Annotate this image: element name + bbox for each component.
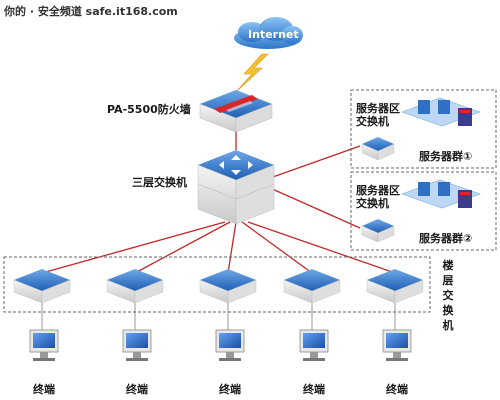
- lightning-icon: [235, 53, 269, 93]
- terminal-icon-2: [122, 329, 152, 361]
- floor-switch-icon-4: [283, 269, 341, 304]
- link-core-floor3: [227, 221, 237, 274]
- floor-switch-icon-5: [366, 269, 424, 304]
- terminal-label-4: 终端: [303, 383, 325, 396]
- floor-switch-icon-1: [13, 269, 71, 304]
- link-core-server2: [269, 187, 361, 229]
- core-switch-label: 三层交换机: [132, 176, 187, 189]
- link-core-server1: [269, 145, 361, 179]
- server-zone-switch-icon-2: [361, 219, 395, 243]
- server-zone-switch-label-2: 服务器区 交换机: [356, 184, 400, 210]
- terminal-icon-1: [29, 329, 59, 361]
- firewall-label: PA-5500防火墙: [107, 103, 191, 116]
- floor-switch-icon-3: [199, 269, 257, 304]
- floor-switch-box: [3, 256, 431, 313]
- internet-cloud-icon: [234, 17, 303, 49]
- server-zone-box-2: [350, 171, 497, 251]
- server-zone-switch-icon-1: [361, 137, 395, 161]
- internet-label: Internet: [248, 28, 299, 41]
- link-core-floor1: [41, 221, 226, 274]
- watermark: 你的 · 安全频道 safe.it168.com: [4, 5, 178, 18]
- link-core-floor2: [134, 221, 231, 274]
- terminal-label-5: 终端: [386, 383, 408, 396]
- terminal-icon-4: [299, 329, 329, 361]
- terminal-label-1: 终端: [33, 383, 55, 396]
- core-switch-icon: [197, 150, 275, 225]
- server-group-icon-1: [401, 97, 481, 127]
- link-core-floor4: [241, 221, 313, 274]
- floor-switch-label: 楼层交换机: [442, 259, 454, 332]
- terminal-label-2: 终端: [126, 383, 148, 396]
- firewall-icon: [199, 90, 273, 133]
- terminal-icon-3: [215, 329, 245, 361]
- server-zone-box-1: [350, 89, 497, 169]
- server-zone-switch-label-1: 服务器区 交换机: [356, 102, 400, 128]
- server-group-icon-2: [401, 179, 481, 209]
- dashed-boxes: [3, 89, 497, 313]
- terminal-links: [41, 302, 396, 330]
- floor-switch-icon-2: [106, 269, 164, 304]
- links: [41, 130, 396, 274]
- link-core-floor5: [247, 221, 396, 274]
- terminal-icon-5: [382, 329, 412, 361]
- server-group-label-2: 服务器群②: [419, 232, 473, 245]
- server-group-label-1: 服务器群①: [419, 150, 473, 163]
- terminal-label-3: 终端: [219, 383, 241, 396]
